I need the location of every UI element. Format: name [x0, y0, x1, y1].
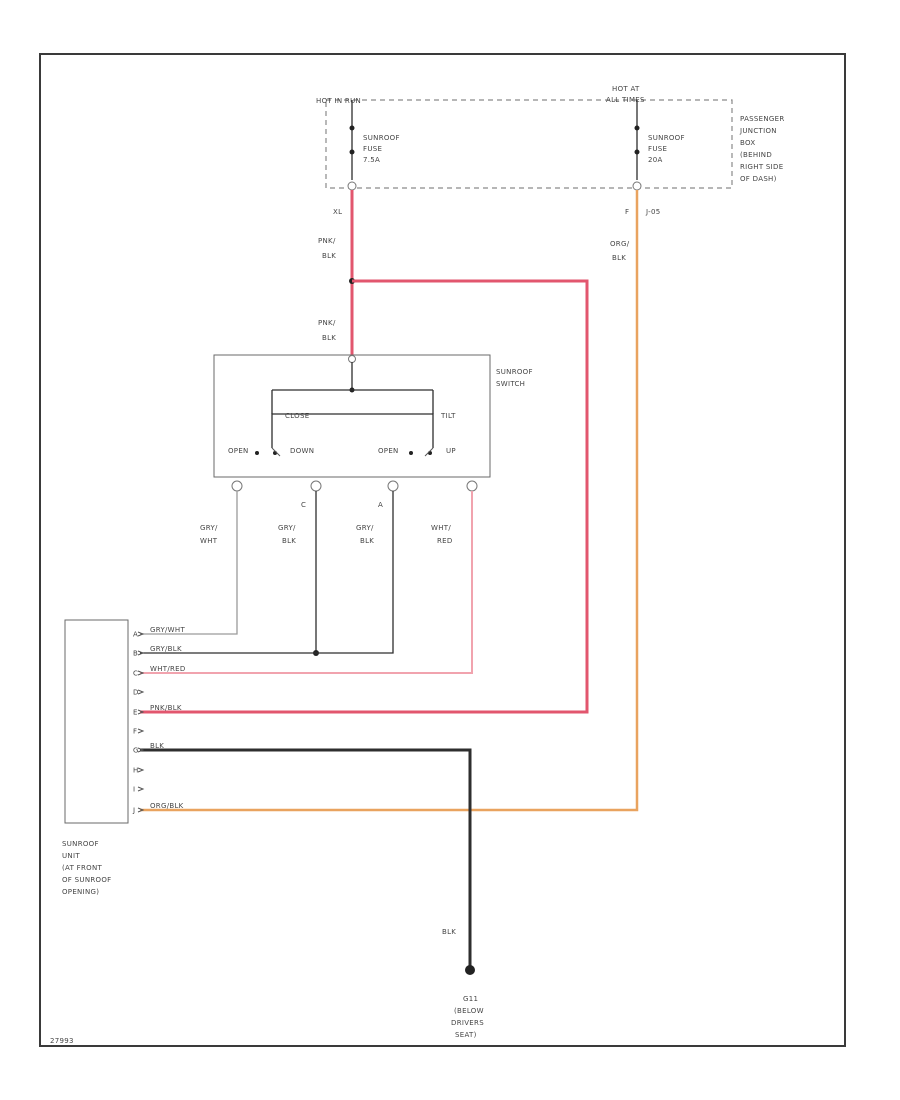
svg-text:WHT/: WHT/: [431, 524, 451, 532]
svg-text:OF DASH): OF DASH): [740, 175, 777, 183]
unit-pin-d: D: [133, 689, 139, 697]
unit-pin-b: B: [133, 650, 138, 658]
svg-text:ALL TIMES: ALL TIMES: [606, 96, 645, 104]
unit-pin-mark: [137, 767, 145, 773]
unit-pin-i: I: [133, 786, 135, 794]
unit-pin-j: J: [132, 807, 135, 815]
wire-gry-blk-2: [140, 491, 394, 654]
svg-text:BLK: BLK: [612, 254, 626, 262]
svg-text:20A: 20A: [648, 156, 663, 164]
svg-text:SWITCH: SWITCH: [496, 380, 525, 388]
unit-pin-g: G: [133, 747, 139, 755]
svg-text:C: C: [301, 501, 306, 509]
unit-pin-mark: [137, 709, 145, 715]
unit-pin-f: F: [133, 728, 137, 736]
svg-text:(AT FRONT: (AT FRONT: [62, 864, 103, 872]
fuse-left-source: HOT IN RUN: [316, 97, 361, 105]
svg-text:PASSENGER: PASSENGER: [740, 115, 785, 123]
figure-id: 27993: [50, 1037, 74, 1045]
wire-gry-wht: [140, 491, 238, 635]
unit-pin-mark: [137, 689, 145, 695]
svg-text:RED: RED: [437, 537, 453, 545]
svg-text:GRY/: GRY/: [356, 524, 374, 532]
unit-pin-mark: [137, 786, 145, 792]
svg-text:DRIVERS: DRIVERS: [451, 1019, 484, 1027]
sunroof-unit-label: SUNROOF UNIT (AT FRONT OF SUNROOF OPENIN…: [62, 840, 111, 896]
svg-text:UP: UP: [446, 447, 456, 455]
svg-text:HOT AT: HOT AT: [612, 85, 640, 93]
svg-text:BLK: BLK: [360, 537, 374, 545]
svg-text:RIGHT SIDE: RIGHT SIDE: [740, 163, 783, 171]
svg-text:BLK: BLK: [322, 334, 336, 342]
svg-text:UNIT: UNIT: [62, 852, 80, 860]
svg-text:(BELOW: (BELOW: [454, 1007, 484, 1015]
fuse-right-pin: F: [625, 208, 629, 216]
unit-pin-mark: [137, 670, 145, 676]
unit-pin-mark: [137, 807, 145, 813]
unit-wire-label: BLK: [150, 742, 164, 750]
svg-text:7.5A: 7.5A: [363, 156, 380, 164]
fuse-right-pin-label: J-05: [645, 208, 660, 216]
svg-text:BOX: BOX: [740, 139, 755, 147]
unit-pin-mark: [137, 747, 145, 753]
svg-text:OF SUNROOF: OF SUNROOF: [62, 876, 111, 884]
wire-org-blk: [140, 190, 639, 812]
svg-text:OPENING): OPENING): [62, 888, 99, 896]
unit-pin-mark: [137, 631, 145, 637]
sunroof-unit-pins: A GRY/WHT B GRY/BLK C WHT/RED D E PNK/BLK F G BLK H I…: [132, 626, 186, 815]
svg-text:GRY/: GRY/: [200, 524, 218, 532]
fuse-right: HOT AT ALL TIMES SUNROOF FUSE 20A F J-05: [606, 85, 685, 216]
wire-wht-red: [140, 491, 473, 674]
unit-pin-e: E: [133, 709, 138, 717]
unit-wire-label: GRY/BLK: [150, 645, 182, 653]
unit-pin-h: H: [133, 767, 139, 775]
unit-wire-label: GRY/WHT: [150, 626, 185, 634]
ground-point: [465, 965, 475, 975]
svg-text:BLK: BLK: [442, 928, 456, 936]
unit-wire-label: ORG/BLK: [150, 802, 184, 810]
svg-text:(BEHIND: (BEHIND: [740, 151, 772, 159]
svg-text:SUNROOF: SUNROOF: [648, 134, 685, 142]
svg-text:JUNCTION: JUNCTION: [739, 127, 777, 135]
svg-text:DOWN: DOWN: [290, 447, 314, 455]
svg-text:BLK: BLK: [282, 537, 296, 545]
ground-label: G11 (BELOW DRIVERS SEAT): [451, 995, 484, 1039]
fuse-left-pin: XL: [333, 208, 342, 216]
junction-box-outline: [325, 99, 733, 189]
svg-text:PNK/: PNK/: [318, 237, 336, 245]
svg-text:FUSE: FUSE: [648, 145, 667, 153]
junction-box-label: PASSENGER JUNCTION BOX (BEHIND RIGHT SID…: [739, 115, 785, 183]
switch-name: SUNROOF: [496, 368, 533, 376]
svg-text:ORG/: ORG/: [610, 240, 630, 248]
switch-terminals: [231, 480, 478, 492]
unit-wire-label: WHT/RED: [150, 665, 186, 673]
svg-text:OPEN: OPEN: [378, 447, 399, 455]
diagram-frame: [39, 53, 846, 1047]
svg-text:SUNROOF: SUNROOF: [363, 134, 400, 142]
svg-text:PNK/: PNK/: [318, 319, 336, 327]
unit-pin-mark: [137, 728, 145, 734]
unit-pin-c: C: [133, 670, 138, 678]
svg-text:FUSE: FUSE: [363, 145, 382, 153]
unit-wire-label: PNK/BLK: [150, 704, 182, 712]
unit-pin-a: A: [133, 631, 138, 639]
wire-pnk-blk-to-unit: [140, 279, 589, 714]
svg-text:A: A: [378, 501, 383, 509]
fuse-left: HOT IN RUN SUNROOF FUSE 7.5A XL: [316, 97, 400, 216]
svg-text:SEAT): SEAT): [455, 1031, 477, 1039]
svg-text:GRY/: GRY/: [278, 524, 296, 532]
svg-text:OPEN: OPEN: [228, 447, 249, 455]
svg-text:WHT: WHT: [200, 537, 218, 545]
unit-pin-mark: [137, 650, 145, 656]
sunroof-unit: [64, 619, 129, 824]
svg-text:SUNROOF: SUNROOF: [62, 840, 99, 848]
switch-contacts: [255, 447, 434, 457]
svg-text:G11: G11: [463, 995, 478, 1003]
svg-text:TILT: TILT: [440, 412, 456, 420]
svg-text:CLOSE: CLOSE: [285, 412, 309, 420]
svg-text:BLK: BLK: [322, 252, 336, 260]
wire-blk-ground: [140, 748, 472, 968]
